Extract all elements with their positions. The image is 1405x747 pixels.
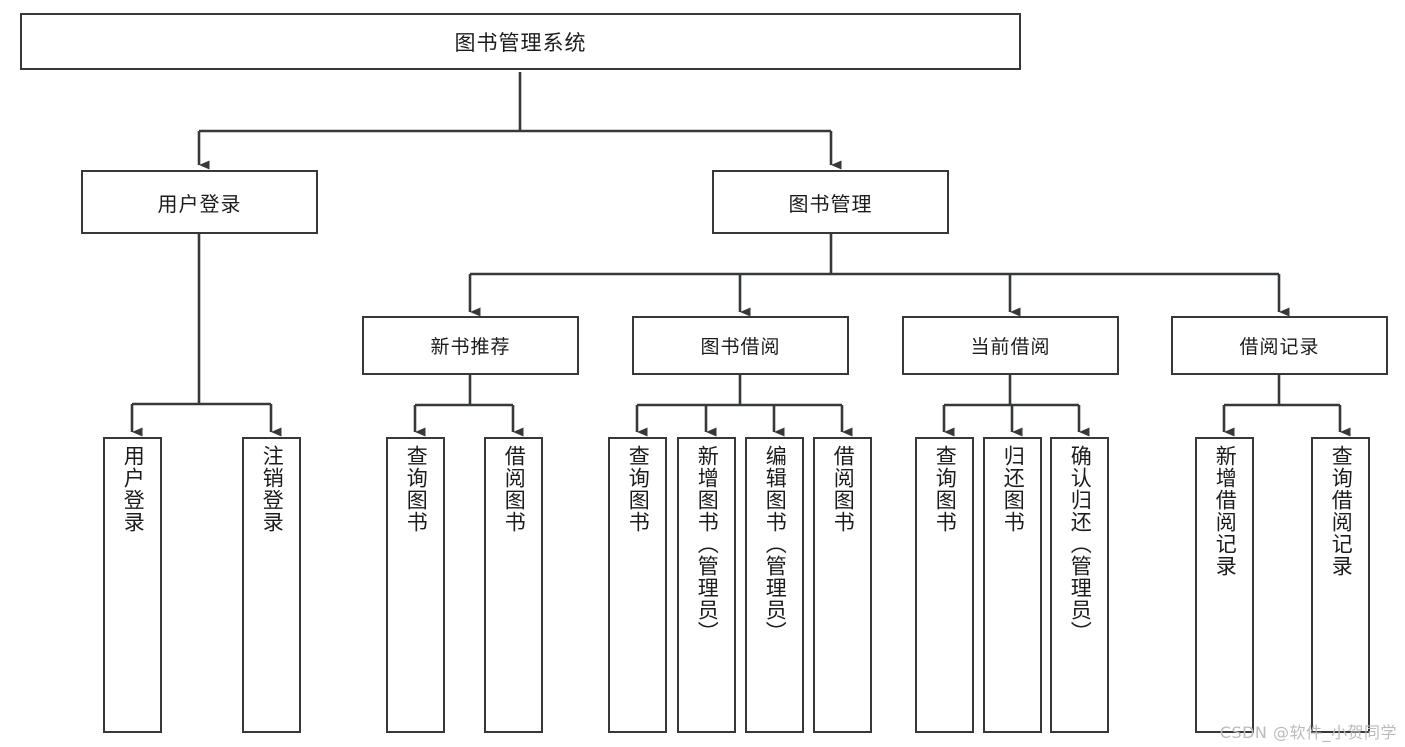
node-borrow-record[interactable]: 借阅记录 bbox=[1171, 316, 1388, 375]
node-root[interactable]: 图书管理系统 bbox=[20, 13, 1021, 70]
leaf-borrow-query-book-label: 查询图书 bbox=[626, 445, 651, 533]
node-borrow-record-label: 借阅记录 bbox=[1239, 336, 1320, 358]
node-user-login[interactable]: 用户登录 bbox=[81, 170, 318, 234]
csdn-watermark: CSDN @软件_小贺同学 bbox=[1219, 723, 1397, 742]
leaf-current-return-book-label: 归还图书 bbox=[1001, 445, 1026, 533]
node-current-borrow[interactable]: 当前借阅 bbox=[902, 316, 1119, 375]
node-new-book-recommend[interactable]: 新书推荐 bbox=[362, 316, 579, 375]
leaf-current-return-book[interactable]: 归还图书 bbox=[983, 437, 1042, 733]
leaf-record-add-record[interactable]: 新增借阅记录 bbox=[1195, 437, 1254, 733]
leaf-current-query-book-label: 查询图书 bbox=[933, 445, 958, 533]
node-book-management-label: 图书管理 bbox=[788, 191, 873, 216]
leaf-record-query-record-label: 查询借阅记录 bbox=[1329, 445, 1354, 577]
node-book-borrow-label: 图书借阅 bbox=[700, 336, 781, 358]
leaf-current-query-book[interactable]: 查询图书 bbox=[915, 437, 974, 733]
leaf-borrow-query-book[interactable]: 查询图书 bbox=[608, 437, 667, 733]
leaf-logout[interactable]: 注销登录 bbox=[242, 437, 301, 733]
leaf-borrow-edit-book-admin-label: 编辑图书（管理员） bbox=[763, 445, 788, 643]
leaf-logout-label: 注销登录 bbox=[260, 445, 285, 533]
leaf-user-login[interactable]: 用户登录 bbox=[103, 437, 162, 733]
node-book-management[interactable]: 图书管理 bbox=[712, 170, 949, 234]
node-root-label: 图书管理系统 bbox=[454, 30, 587, 55]
leaf-current-confirm-return-admin[interactable]: 确认归还（管理员） bbox=[1050, 437, 1109, 733]
leaf-current-confirm-return-admin-label: 确认归还（管理员） bbox=[1068, 445, 1093, 643]
leaf-borrow-borrow-book-label: 借阅图书 bbox=[831, 445, 856, 533]
leaf-borrow-add-book-admin-label: 新增图书（管理员） bbox=[695, 445, 720, 643]
node-new-book-recommend-label: 新书推荐 bbox=[430, 336, 511, 358]
node-current-borrow-label: 当前借阅 bbox=[970, 336, 1051, 358]
leaf-record-query-record[interactable]: 查询借阅记录 bbox=[1311, 437, 1370, 733]
leaf-newbook-borrow-book-label: 借阅图书 bbox=[502, 445, 527, 533]
leaf-newbook-borrow-book[interactable]: 借阅图书 bbox=[484, 437, 543, 733]
leaf-borrow-edit-book-admin[interactable]: 编辑图书（管理员） bbox=[745, 437, 804, 733]
leaf-borrow-add-book-admin[interactable]: 新增图书（管理员） bbox=[677, 437, 736, 733]
leaf-borrow-borrow-book[interactable]: 借阅图书 bbox=[813, 437, 872, 733]
leaf-user-login-label: 用户登录 bbox=[121, 445, 146, 533]
node-book-borrow[interactable]: 图书借阅 bbox=[632, 316, 849, 375]
node-user-login-label: 用户登录 bbox=[157, 191, 242, 216]
leaf-newbook-query-book-label: 查询图书 bbox=[404, 445, 429, 533]
leaf-newbook-query-book[interactable]: 查询图书 bbox=[386, 437, 445, 733]
leaf-record-add-record-label: 新增借阅记录 bbox=[1213, 445, 1238, 577]
